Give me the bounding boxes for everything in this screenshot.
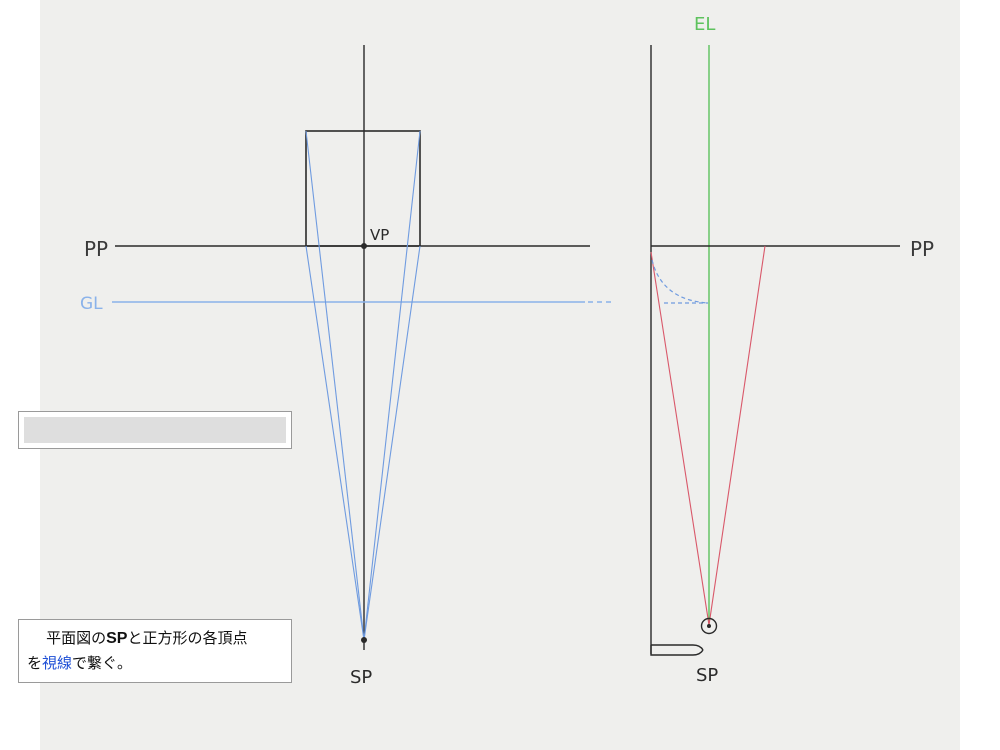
caption-line2-prefix: を — [27, 654, 43, 672]
caption-box: 平面図のSPと正方形の各頂点 を視線で繋ぐ。 — [18, 619, 292, 683]
sight-line-bottom-left — [305, 245, 365, 641]
square-plan — [305, 130, 421, 247]
plan-view: PP GL VP SP — [80, 45, 614, 688]
caption-line1-suffix: と正方形の各頂点 — [127, 629, 248, 647]
pp-label-left: PP — [84, 237, 108, 261]
sight-line-top-left — [305, 130, 365, 641]
elevation-view: EL PP SP — [650, 14, 934, 686]
vanishing-point-dot — [361, 243, 367, 249]
sp-label-elevation: SP — [696, 665, 718, 686]
caption-line1-prefix: 平面図の — [46, 629, 107, 647]
empty-caption-bar — [24, 417, 286, 443]
red-sight-line-top — [650, 251, 710, 626]
sight-line-bottom-right — [363, 245, 421, 641]
eye-pupil-icon — [707, 624, 711, 628]
empty-caption-box — [18, 411, 292, 449]
red-sight-line-bottom — [708, 245, 766, 626]
caption-line-1: 平面図のSPと正方形の各頂点 — [27, 626, 283, 651]
eye-figure-icon — [650, 644, 704, 656]
caption-sp-bold: SP — [106, 630, 128, 647]
pp-label-right: PP — [910, 237, 934, 261]
station-point-dot — [361, 637, 367, 643]
gl-transfer-arc — [651, 259, 709, 304]
caption-line-2: を視線で繋ぐ。 — [27, 651, 283, 675]
sp-label-plan: SP — [350, 667, 372, 688]
caption-sight-line-link[interactable]: 視線 — [42, 654, 73, 672]
gl-label: GL — [80, 294, 103, 314]
el-label: EL — [694, 14, 715, 35]
vp-label: VP — [370, 226, 389, 244]
eye-icon — [700, 617, 718, 635]
caption-line2-suffix: で繋ぐ。 — [72, 654, 133, 672]
sight-line-top-right — [363, 130, 421, 641]
